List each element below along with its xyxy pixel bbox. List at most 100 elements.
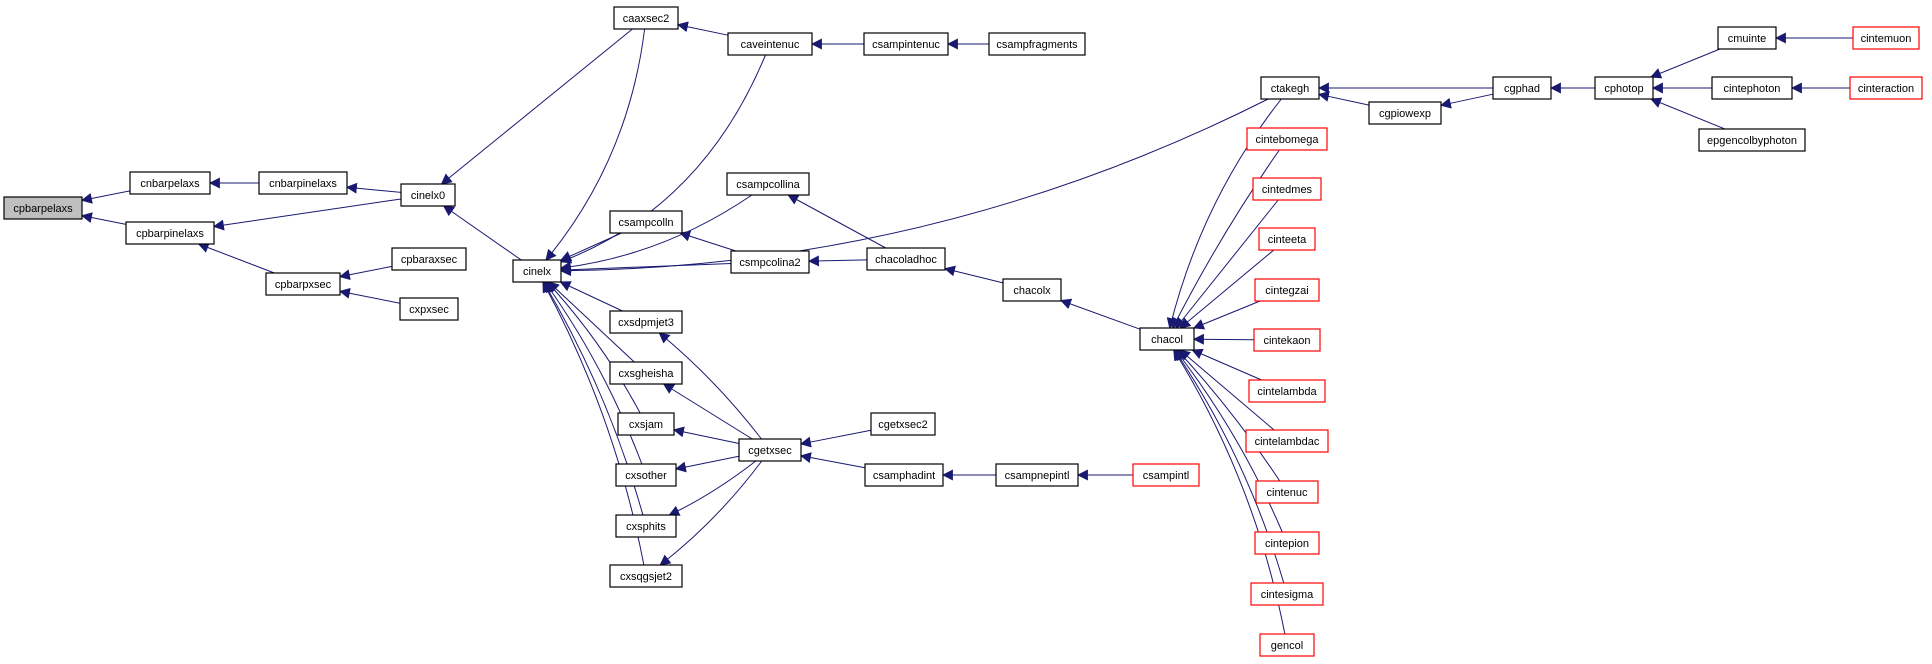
node-box[interactable] — [258, 171, 348, 195]
node-cxsqgsjet2[interactable]: cxsqgsjet2 — [609, 564, 683, 588]
node-box[interactable] — [1259, 633, 1315, 657]
node-box[interactable] — [1852, 26, 1920, 50]
node-box[interactable] — [995, 463, 1079, 487]
node-cxsjam[interactable]: cxsjam — [617, 412, 675, 436]
node-box[interactable] — [1253, 328, 1321, 352]
node-box[interactable] — [512, 259, 562, 283]
node-cxsphits[interactable]: cxsphits — [615, 514, 677, 538]
node-box[interactable] — [1254, 278, 1320, 302]
node-ctakegh[interactable]: ctakegh — [1260, 76, 1320, 100]
node-box[interactable] — [1252, 177, 1322, 201]
node-box[interactable] — [609, 564, 683, 588]
node-box[interactable] — [738, 438, 802, 462]
node-box[interactable] — [1492, 76, 1552, 100]
node-cintelambdac[interactable]: cintelambdac — [1245, 429, 1329, 453]
node-csamphadint[interactable]: csamphadint — [864, 463, 944, 487]
node-chacol[interactable]: chacol — [1139, 327, 1195, 351]
node-cintephoton[interactable]: cintephoton — [1711, 76, 1793, 100]
node-box[interactable] — [1132, 463, 1200, 487]
node-box[interactable] — [129, 171, 211, 195]
node-box[interactable] — [864, 463, 944, 487]
node-box[interactable] — [1139, 327, 1195, 351]
node-box[interactable] — [1698, 128, 1806, 152]
node-box[interactable] — [1246, 127, 1328, 151]
node-cinteraction[interactable]: cinteraction — [1849, 76, 1923, 100]
node-box[interactable] — [1260, 76, 1320, 100]
node-csampcollina[interactable]: csampcollina — [726, 172, 810, 196]
node-box[interactable] — [726, 172, 810, 196]
node-cnbarpelaxs[interactable]: cnbarpelaxs — [129, 171, 211, 195]
node-cinelx0[interactable]: cinelx0 — [400, 183, 456, 207]
node-box[interactable] — [125, 221, 215, 245]
node-box[interactable] — [866, 247, 946, 271]
node-cintekaon[interactable]: cintekaon — [1253, 328, 1321, 352]
node-csampnepintl[interactable]: csampnepintl — [995, 463, 1079, 487]
node-box[interactable] — [1594, 76, 1654, 100]
node-cxpxsec[interactable]: cxpxsec — [399, 297, 459, 321]
node-box[interactable] — [265, 272, 341, 296]
node-box[interactable] — [1717, 26, 1777, 50]
node-cintesigma[interactable]: cintesigma — [1250, 582, 1324, 606]
node-cpbarpelaxs[interactable]: cpbarpelaxs — [3, 196, 83, 220]
node-chacolx[interactable]: chacolx — [1002, 278, 1062, 302]
node-box[interactable] — [609, 310, 683, 334]
node-box[interactable] — [1245, 429, 1329, 453]
node-box[interactable] — [1849, 76, 1923, 100]
node-box[interactable] — [400, 183, 456, 207]
node-box[interactable] — [615, 514, 677, 538]
node-cpbarpinelaxs[interactable]: cpbarpinelaxs — [125, 221, 215, 245]
node-box[interactable] — [1711, 76, 1793, 100]
node-box[interactable] — [727, 32, 813, 56]
node-cxsgheisha[interactable]: cxsgheisha — [609, 361, 683, 385]
node-epgencolbyphoton[interactable]: epgencolbyphoton — [1698, 128, 1806, 152]
node-cxsother[interactable]: cxsother — [615, 463, 677, 487]
node-gencol[interactable]: gencol — [1259, 633, 1315, 657]
node-box[interactable] — [609, 361, 683, 385]
node-cintegzai[interactable]: cintegzai — [1254, 278, 1320, 302]
node-box[interactable] — [617, 412, 675, 436]
node-box[interactable] — [988, 32, 1086, 56]
node-box[interactable] — [863, 32, 949, 56]
node-csampintl[interactable]: csampintl — [1132, 463, 1200, 487]
node-box[interactable] — [1002, 278, 1062, 302]
node-cintebomega[interactable]: cintebomega — [1246, 127, 1328, 151]
node-box[interactable] — [615, 463, 677, 487]
node-box[interactable] — [1248, 379, 1326, 403]
node-box[interactable] — [3, 196, 83, 220]
node-cinelx[interactable]: cinelx — [512, 259, 562, 283]
node-cintepion[interactable]: cintepion — [1254, 531, 1320, 555]
node-box[interactable] — [1368, 101, 1442, 125]
node-cintelambda[interactable]: cintelambda — [1248, 379, 1326, 403]
node-caveintenuc[interactable]: caveintenuc — [727, 32, 813, 56]
node-cgpiowexp[interactable]: cgpiowexp — [1368, 101, 1442, 125]
node-box[interactable] — [391, 247, 467, 271]
node-cinteeta[interactable]: cinteeta — [1258, 227, 1316, 251]
node-box[interactable] — [1254, 531, 1320, 555]
node-cnbarpinelaxs[interactable]: cnbarpinelaxs — [258, 171, 348, 195]
node-box[interactable] — [399, 297, 459, 321]
node-csampintenuc[interactable]: csampintenuc — [863, 32, 949, 56]
node-cpbarpxsec[interactable]: cpbarpxsec — [265, 272, 341, 296]
node-csmpcolina2[interactable]: csmpcolina2 — [730, 250, 810, 274]
node-box[interactable] — [613, 6, 679, 30]
node-cintemuon[interactable]: cintemuon — [1852, 26, 1920, 50]
node-cintedmes[interactable]: cintedmes — [1252, 177, 1322, 201]
node-csampcolln[interactable]: csampcolln — [609, 210, 683, 234]
node-caaxsec2[interactable]: caaxsec2 — [613, 6, 679, 30]
node-cpbaraxsec[interactable]: cpbaraxsec — [391, 247, 467, 271]
node-cgphad[interactable]: cgphad — [1492, 76, 1552, 100]
node-box[interactable] — [1255, 480, 1319, 504]
node-box[interactable] — [1250, 582, 1324, 606]
node-box[interactable] — [730, 250, 810, 274]
node-box[interactable] — [609, 210, 683, 234]
node-cphotop[interactable]: cphotop — [1594, 76, 1654, 100]
node-chacoladhoc[interactable]: chacoladhoc — [866, 247, 946, 271]
node-cxsdpmjet3[interactable]: cxsdpmjet3 — [609, 310, 683, 334]
node-cgetxsec[interactable]: cgetxsec — [738, 438, 802, 462]
node-csampfragments[interactable]: csampfragments — [988, 32, 1086, 56]
node-cintenuc[interactable]: cintenuc — [1255, 480, 1319, 504]
node-cmuinte[interactable]: cmuinte — [1717, 26, 1777, 50]
node-box[interactable] — [870, 412, 936, 436]
node-cgetxsec2[interactable]: cgetxsec2 — [870, 412, 936, 436]
node-box[interactable] — [1258, 227, 1316, 251]
